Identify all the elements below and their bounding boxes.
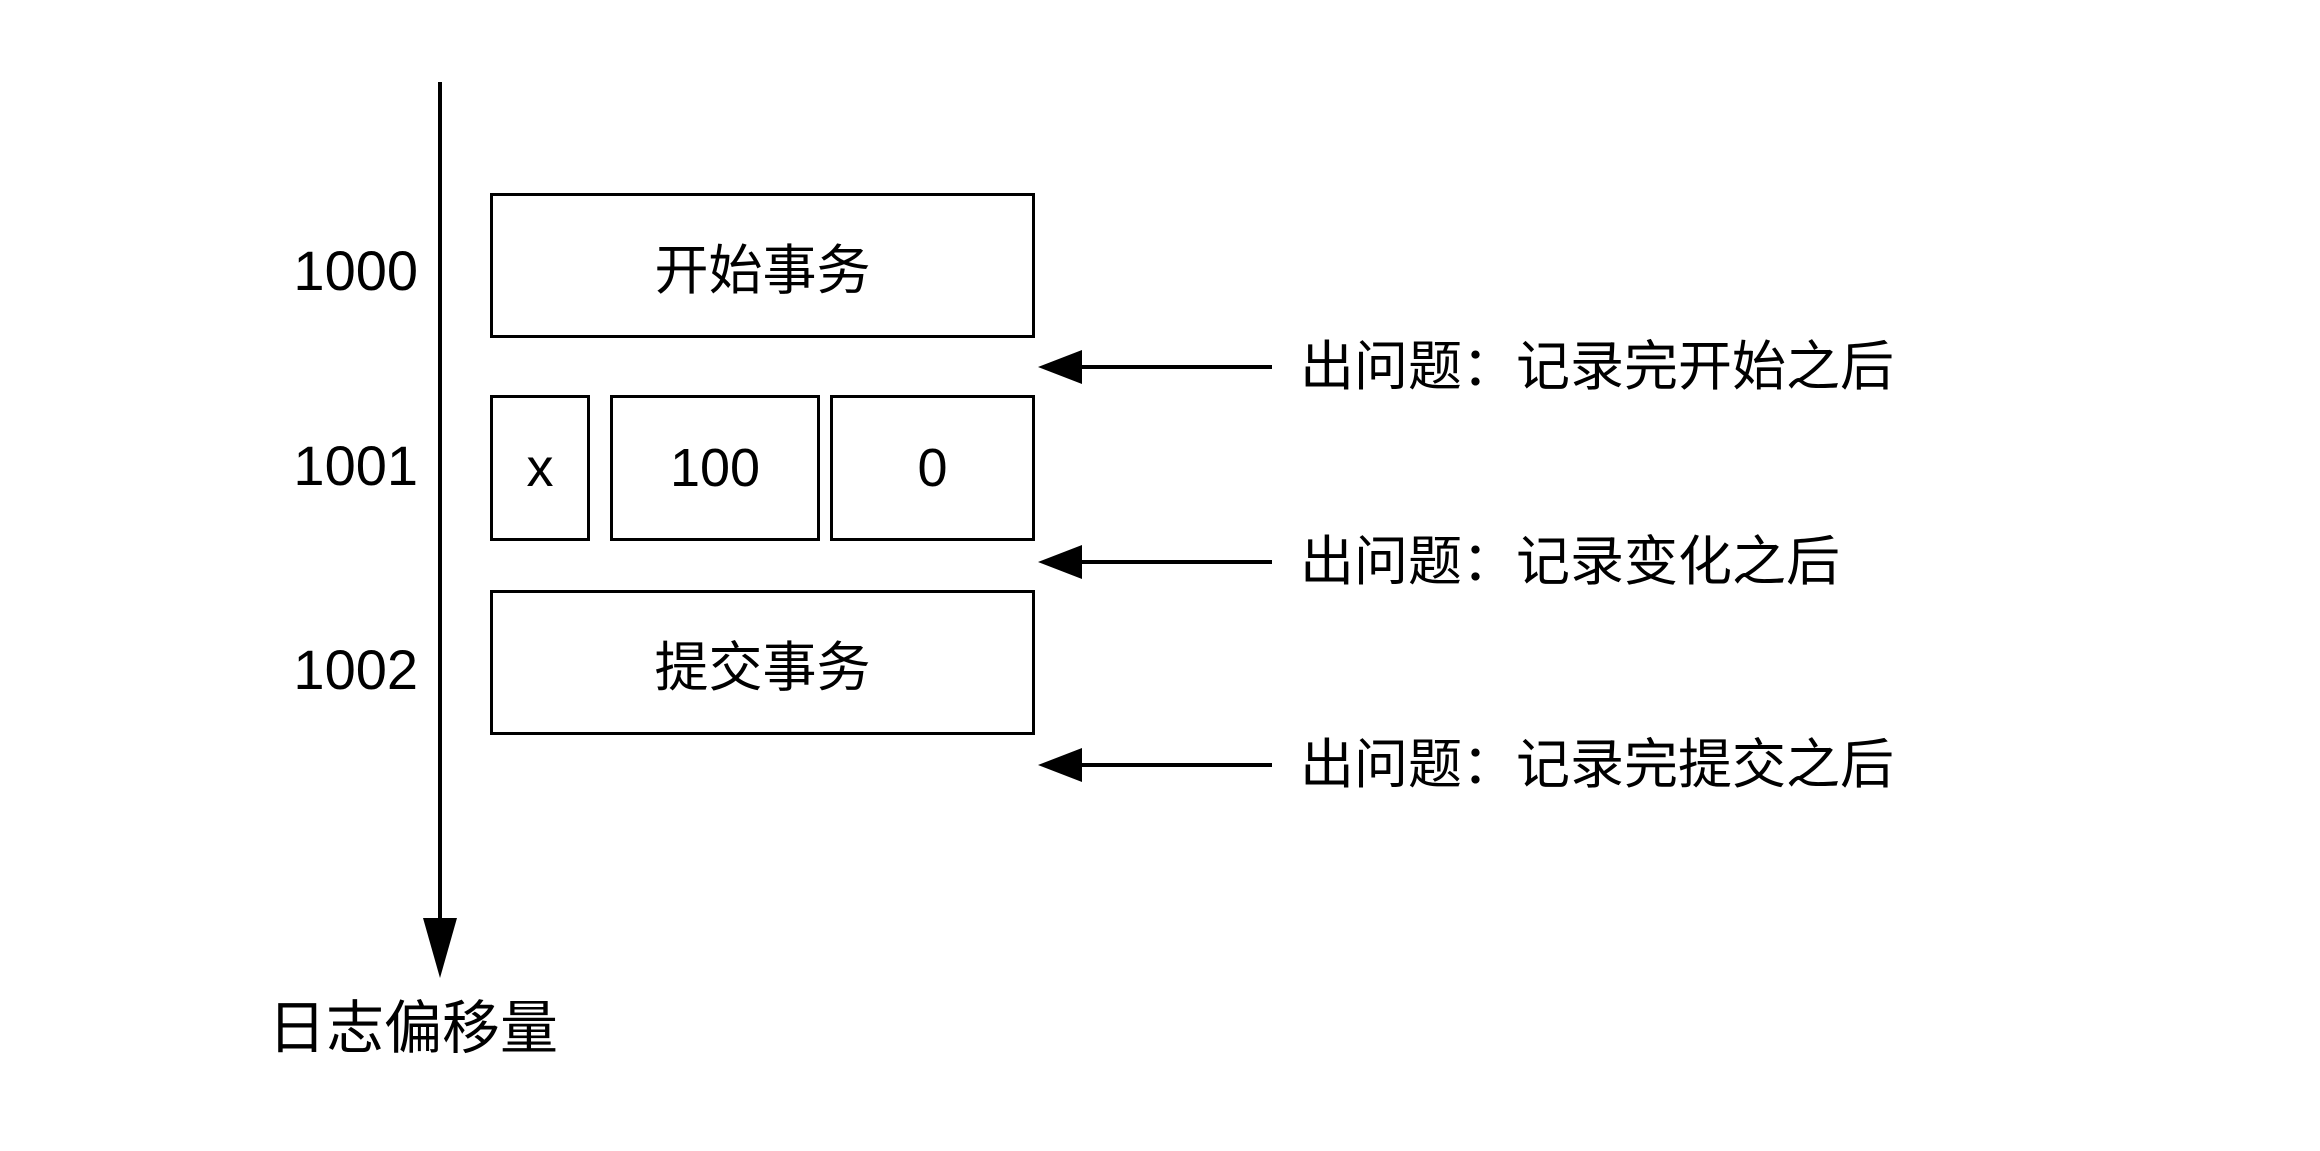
annotation-after-change: 出问题：记录变化之后: [1300, 532, 1840, 592]
offset-label-1002: 1002: [293, 638, 418, 701]
offset-label-1001: 1001: [293, 434, 418, 497]
annotation-after-begin: 出问题：记录完开始之后: [1300, 337, 1894, 397]
annotation-arrow-1: [1038, 350, 1272, 384]
change-old-value-box: 100: [610, 395, 820, 541]
commit-transaction-box: 提交事务: [490, 590, 1035, 735]
begin-transaction-box: 开始事务: [490, 193, 1035, 338]
annotation-arrow-3: [1038, 748, 1272, 782]
annotation-after-commit: 出问题：记录完提交之后: [1300, 735, 1894, 795]
change-new-value-box: 0: [830, 395, 1035, 541]
change-field-box: x: [490, 395, 590, 541]
log-offset-axis-caption: 日志偏移量: [268, 996, 559, 1061]
offset-label-1000: 1000: [293, 239, 418, 302]
annotation-arrow-2: [1038, 545, 1272, 579]
log-offset-axis-arrow: [423, 82, 457, 978]
